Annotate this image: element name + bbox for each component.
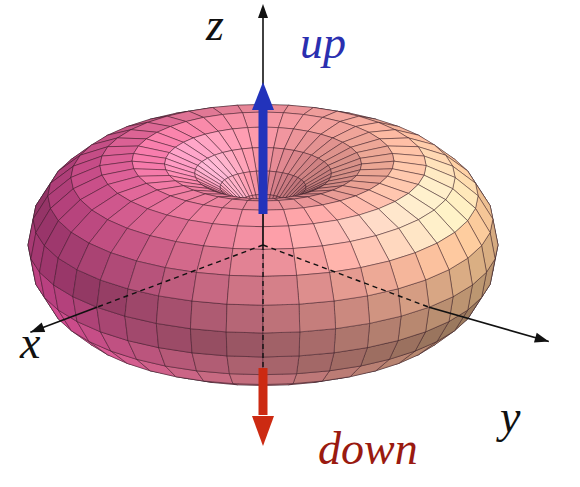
surface-facet — [190, 301, 227, 332]
surface-facet — [334, 296, 370, 329]
surface-facet — [299, 329, 336, 356]
z-axis-arrowhead — [258, 4, 268, 18]
surface-facet — [263, 275, 299, 305]
surface-facet — [284, 208, 314, 226]
surface-facet — [297, 273, 334, 305]
surface-facet — [226, 332, 263, 357]
surface-facet — [204, 224, 238, 249]
arrow-label: down — [318, 424, 418, 475]
down-arrow-head — [252, 416, 274, 446]
axis-label: z — [206, 0, 224, 51]
surface-facet — [357, 169, 393, 177]
surface-facet — [299, 301, 336, 332]
surface-facet — [229, 249, 263, 277]
surface-facet — [227, 356, 263, 375]
surface-facet — [360, 161, 394, 170]
y-axis-hidden — [263, 245, 429, 307]
surface-facet — [293, 246, 329, 276]
y-axis — [429, 307, 549, 341]
surface-facet — [227, 275, 263, 305]
down-arrow-shaft — [259, 368, 268, 415]
surface-facet — [289, 224, 323, 249]
arrow-label: up — [300, 18, 346, 69]
up-arrow-shaft — [259, 108, 268, 214]
surface-facet — [330, 268, 368, 301]
surface-facet — [156, 296, 192, 329]
axis-label: y — [500, 392, 520, 443]
surface-facet — [192, 353, 229, 374]
surface-facet — [159, 268, 197, 301]
surface-facet — [263, 304, 300, 333]
x-axis-hidden — [97, 245, 263, 307]
surface-facet — [132, 161, 166, 170]
surface-facet — [263, 356, 299, 375]
z-axis-hidden — [262, 245, 263, 372]
y-axis-arrowhead — [534, 333, 549, 343]
surface-facet — [197, 246, 233, 276]
surface-facet — [263, 249, 297, 277]
surface-facet — [229, 374, 263, 385]
surface-facet — [226, 304, 263, 333]
axis-label: x — [20, 318, 40, 369]
surface-facet — [192, 273, 229, 305]
surface-facet — [263, 374, 297, 385]
surface-facet — [233, 226, 263, 249]
surface-facet — [263, 226, 293, 249]
up-arrow-head — [252, 82, 274, 110]
surface-facet — [263, 332, 300, 357]
z-axis — [262, 8, 264, 245]
surface-facet — [213, 208, 243, 226]
surface-facet — [190, 329, 227, 356]
surface-facet — [297, 353, 334, 374]
surface-facet — [134, 169, 170, 177]
